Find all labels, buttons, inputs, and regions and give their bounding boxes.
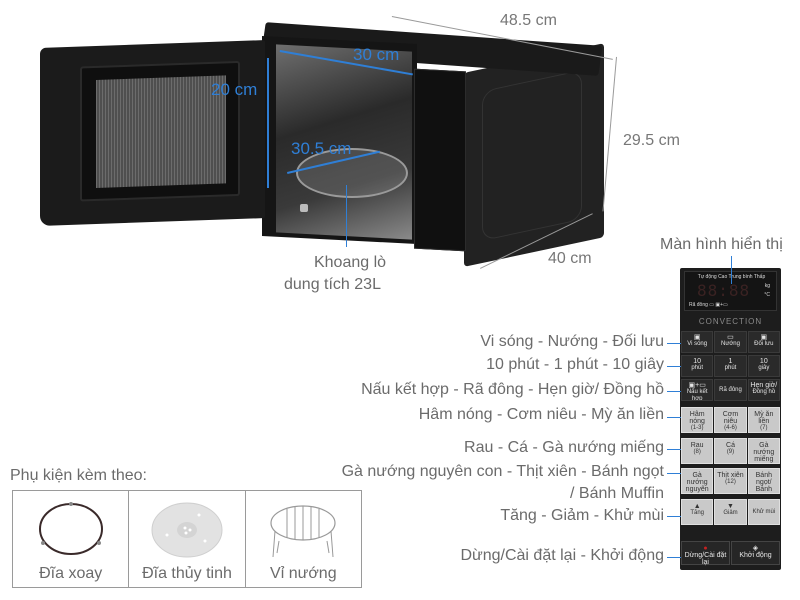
stop-icon: ● — [703, 545, 708, 552]
microwave-mode-button[interactable]: ▣Vi sóng — [681, 331, 714, 353]
display-digits: 88:88 — [697, 281, 751, 300]
start-icon: ◈ — [752, 545, 759, 552]
stop-reset-button[interactable]: ●Dừng/Cài đặt lại — [681, 541, 730, 566]
start-button[interactable]: ◈Khởi động — [731, 541, 780, 565]
vegetable-button[interactable]: Rau(8) — [681, 438, 714, 464]
increase-button[interactable]: ▲Tăng — [681, 499, 714, 525]
callout-leader — [667, 449, 681, 450]
whole-chicken-button[interactable]: Gà nướng nguyên con(11) — [681, 468, 714, 494]
microwave-door — [40, 40, 265, 226]
microwave-front-control-panel — [414, 68, 466, 252]
callout-time: 10 phút - 1 phút - 10 giây — [486, 356, 664, 373]
accessories-title: Phụ kiện kèm theo: — [10, 467, 147, 484]
down-arrow-icon: ▼ — [727, 503, 734, 510]
callout-reheat: Hâm nóng - Cơm niêu - Mỳ ăn liền — [418, 406, 664, 423]
defrost-button[interactable]: Rã đông — [714, 379, 747, 401]
height-dimension-line — [602, 56, 617, 212]
grill-icon: ▭ — [727, 334, 734, 341]
up-arrow-icon: ▲ — [693, 503, 701, 510]
convection-icon: ▣ — [760, 334, 768, 341]
accessory-label: Vỉ nướng — [270, 565, 337, 582]
cavity-label-line1: Khoang lò — [313, 254, 387, 271]
callout-leader — [667, 417, 681, 418]
cavity-label-line2: dung tích 23L — [284, 276, 381, 293]
depth-label: 40 cm — [548, 250, 592, 267]
instant-noodle-button[interactable]: Mỳ ăn liền(7) — [747, 407, 780, 433]
display-label: Màn hình hiển thị — [660, 236, 783, 253]
claypot-rice-button[interactable]: Cơm niêu(4-6) — [714, 407, 747, 433]
callout-muffin: / Bánh Muffin — [570, 485, 664, 502]
display-unit-kg: kg — [764, 283, 770, 289]
reheat-button[interactable]: Hâm nóng(1-3) — [681, 407, 714, 433]
microwave-side-panel — [464, 43, 604, 267]
accessory-glass-plate: Đĩa thủy tinh — [129, 491, 246, 587]
grill-rack-icon — [270, 505, 336, 558]
deodorize-button[interactable]: Khử mùi — [747, 499, 780, 525]
accessory-label: Đĩa xoay — [39, 565, 103, 582]
accessory-label: Đĩa thủy tinh — [142, 565, 232, 582]
callout-leader — [667, 516, 681, 517]
timer-clock-button[interactable]: Hẹn giờ/Đồng hồ — [747, 379, 780, 401]
callout-chicken: Gà nướng nguyên con - Thịt xiên - Bánh n… — [341, 463, 664, 480]
chicken-pieces-button[interactable]: Gà nướng miếng(10) — [747, 438, 780, 464]
cake-muffin-button[interactable]: Bánh ngọt/ Bánh Muffin(13-14) — [747, 468, 780, 494]
combo-icon: ▣+▭ — [688, 382, 706, 389]
microwave-icon: ▣ — [693, 334, 701, 341]
display-unit-celsius: °C — [764, 292, 770, 298]
callout-leader — [667, 343, 681, 344]
display-leader — [731, 256, 732, 284]
convection-mode-button[interactable]: ▣Đối lưu — [747, 331, 780, 353]
grill-mode-button[interactable]: ▭Nướng — [714, 331, 747, 353]
callout-leader — [667, 366, 681, 367]
brand-convection: CONVECTION — [698, 317, 763, 326]
skewer-button[interactable]: Thịt xiên(12) — [714, 468, 747, 494]
callout-stop-start: Dừng/Cài đặt lại - Khởi động — [460, 547, 664, 564]
callout-leader — [667, 473, 681, 474]
callout-combo: Nấu kết hợp - Rã đông - Hẹn giờ/ Đồng hồ — [361, 381, 664, 398]
callout-modes: Vi sóng - Nướng - Đối lưu — [480, 333, 664, 350]
callout-veg-fish: Rau - Cá - Gà nướng miếng — [464, 439, 664, 456]
cavity-capacity-leader — [346, 185, 347, 247]
display-status-icons: Rã đông ▭ ▣+▭ — [689, 302, 728, 308]
decrease-button[interactable]: ▼Giảm — [714, 499, 747, 525]
cavity-width-label: 30 cm — [353, 45, 400, 64]
callout-leader — [667, 391, 681, 392]
width-label: 48.5 cm — [500, 12, 557, 29]
cavity-depth-label: 30.5 cm — [291, 139, 352, 158]
accessories-table: Đĩa xoay Đĩa thủy tinh Vỉ nướng — [12, 490, 362, 588]
turntable-ring-icon — [38, 502, 103, 555]
fish-button[interactable]: Cá(9) — [714, 438, 747, 464]
accessory-grill-rack: Vỉ nướng — [246, 491, 361, 587]
microwave-foot — [300, 204, 308, 212]
cavity-height-label: 20 cm — [211, 80, 258, 99]
glass-plate-icon — [151, 502, 223, 558]
control-panel-closeup: Tự động Cao Trung bình Thấp 88:88 kg °C … — [680, 268, 781, 570]
combo-cook-button[interactable]: ▣+▭Nấu kết hợp — [681, 379, 714, 401]
height-label: 29.5 cm — [623, 132, 680, 149]
callout-adjust: Tăng - Giảm - Khử mùi — [500, 507, 664, 524]
cavity-height-line — [267, 58, 269, 188]
callout-leader — [667, 557, 681, 558]
accessory-turntable-ring: Đĩa xoay — [13, 491, 130, 587]
